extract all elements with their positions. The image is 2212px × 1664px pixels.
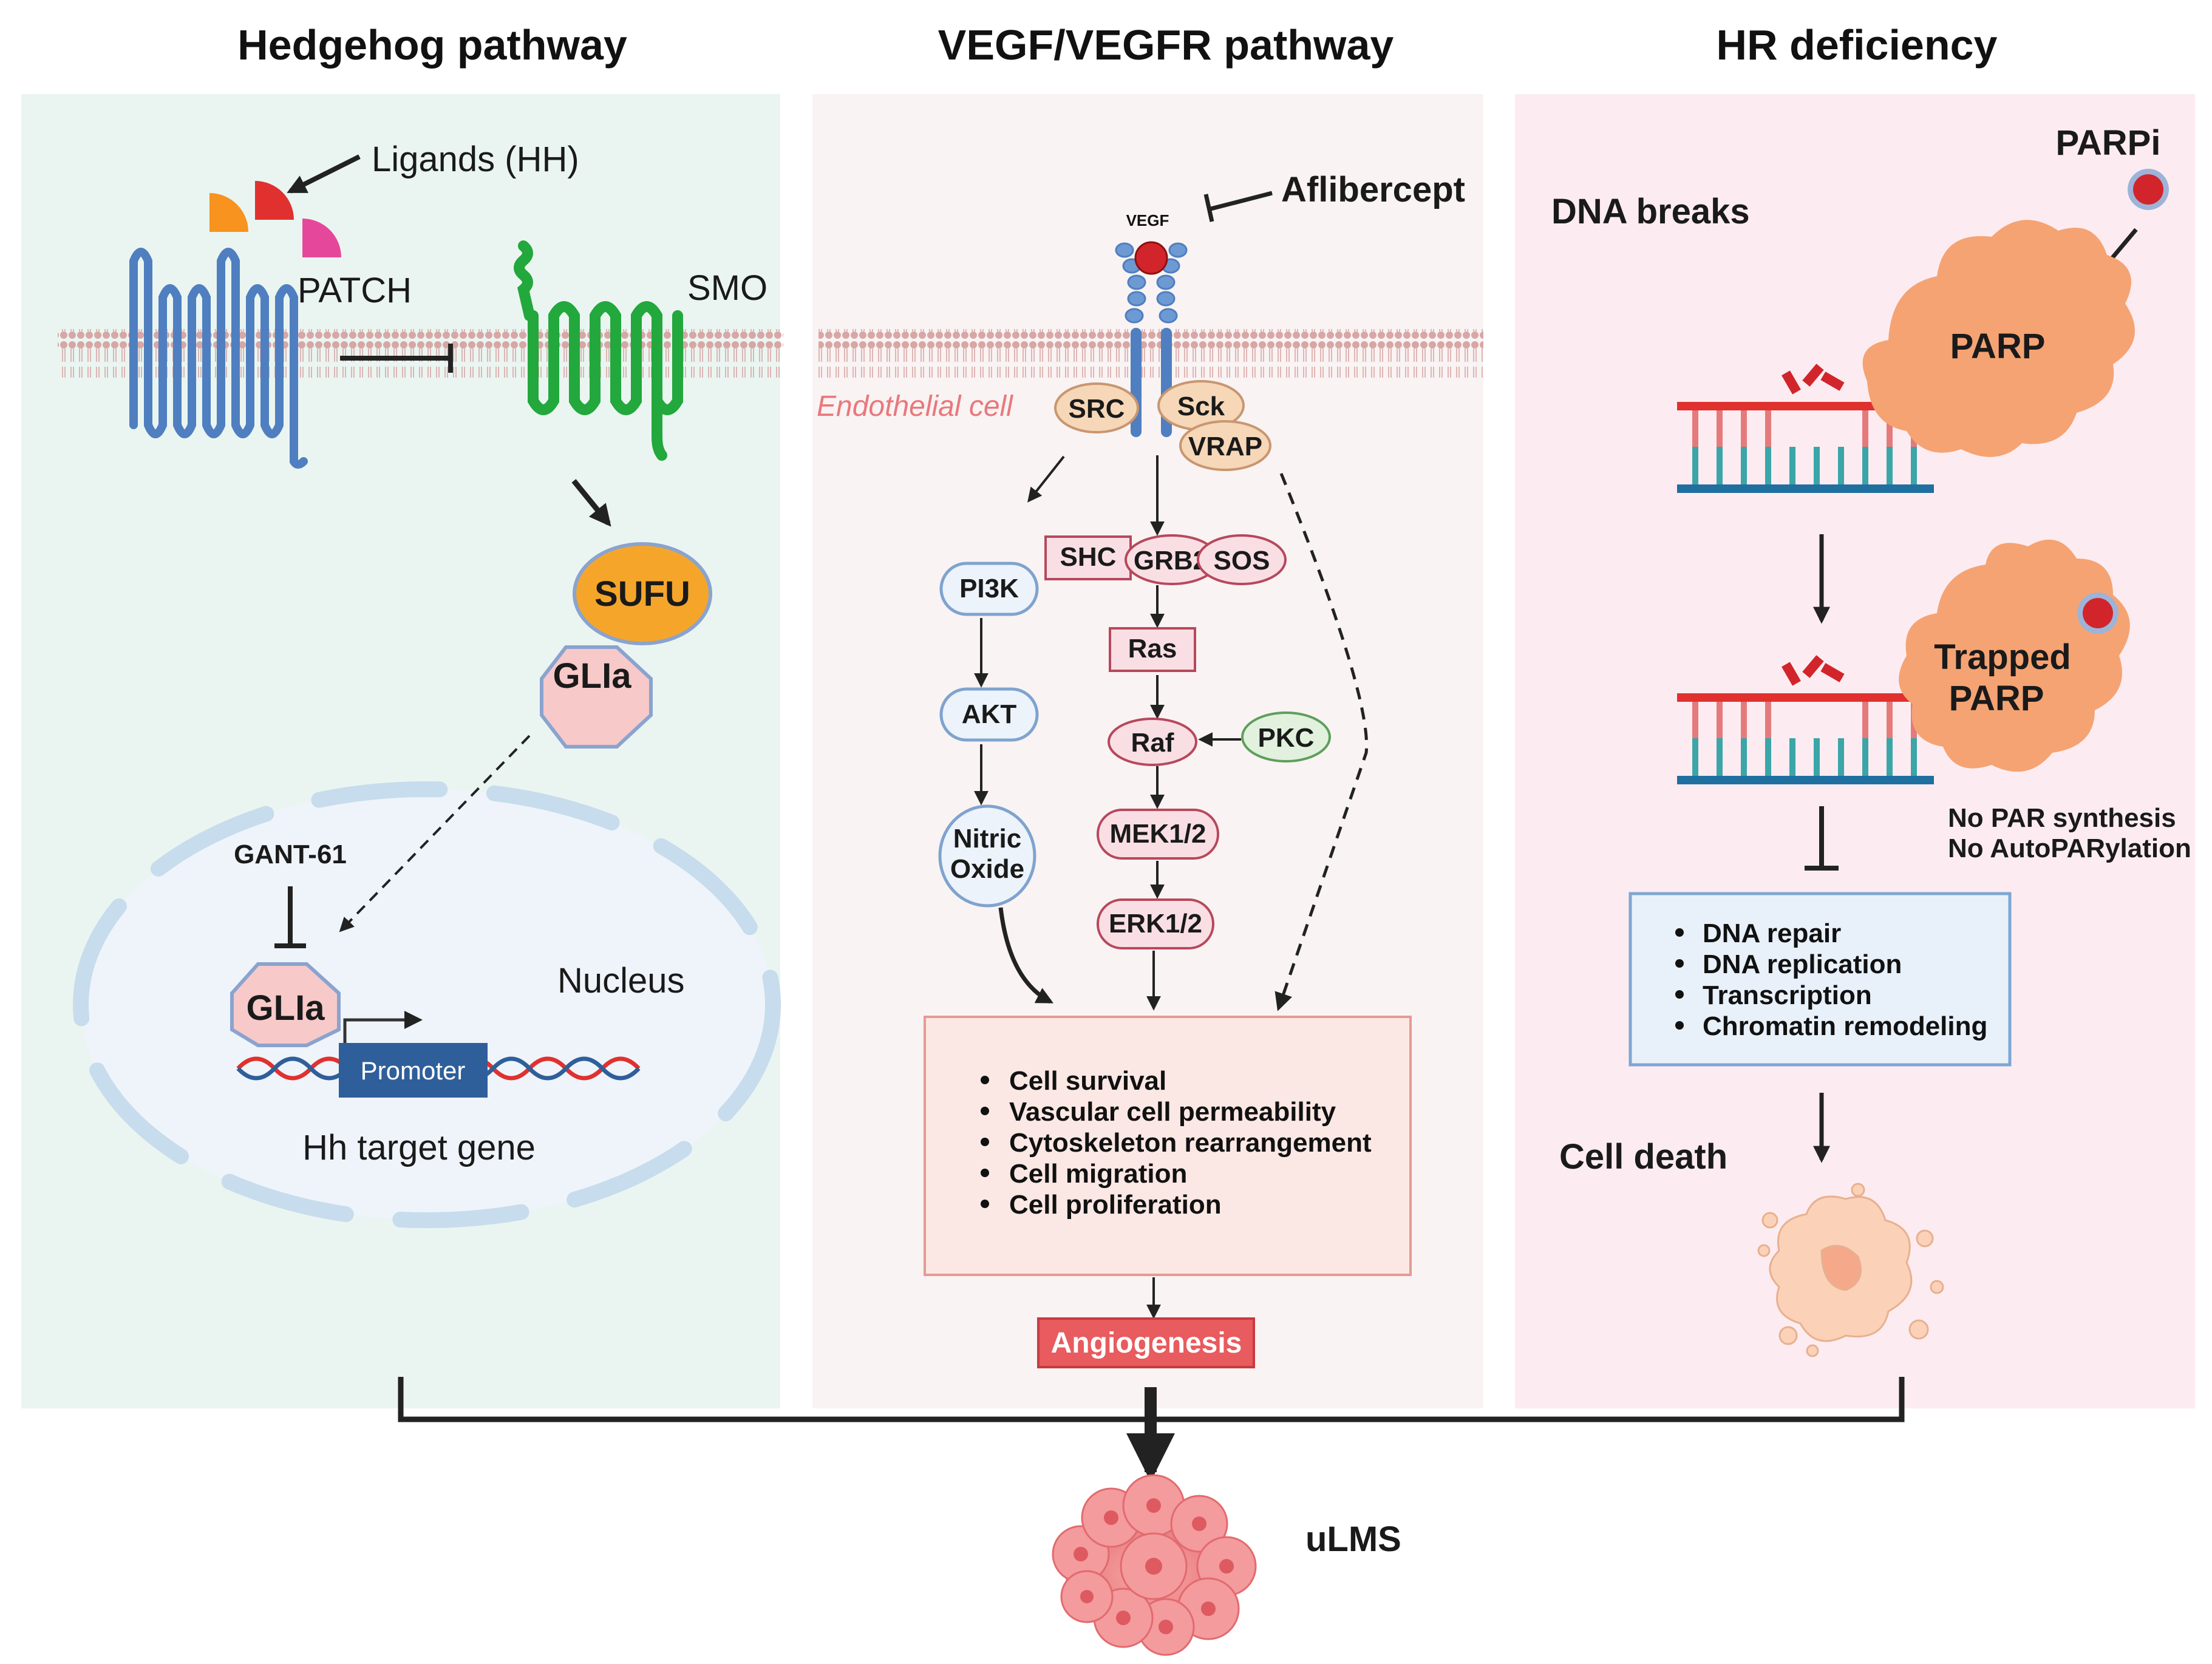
gant61-inhibition bbox=[274, 886, 306, 948]
aflibercept-label: Aflibercept bbox=[1281, 170, 1465, 209]
svg-text:AKT: AKT bbox=[962, 699, 1017, 729]
function-item: DNA replication bbox=[1703, 949, 1902, 979]
function-item: Chromatin remodeling bbox=[1703, 1011, 1987, 1041]
aflibercept-inhibition bbox=[1203, 191, 1273, 222]
vegf-outcomes-list: Cell survival Vascular cell permeability… bbox=[981, 1066, 1372, 1220]
svg-text:PI3K: PI3K bbox=[959, 574, 1019, 603]
svg-text:GLIa: GLIa bbox=[247, 988, 325, 1028]
parpi-drug-icon bbox=[2128, 169, 2169, 210]
svg-text:ERK1/2: ERK1/2 bbox=[1109, 909, 1202, 939]
parp-enzyme: PARP bbox=[1862, 220, 2135, 457]
outcome-item: Cell proliferation bbox=[1009, 1190, 1222, 1220]
svg-text:Nitric: Nitric bbox=[953, 824, 1021, 854]
svg-text:Promoter: Promoter bbox=[361, 1056, 466, 1085]
erk-node: ERK1/2 bbox=[1097, 898, 1214, 949]
mek-node: MEK1/2 bbox=[1097, 809, 1219, 860]
dying-cell-icon bbox=[1757, 1183, 1944, 1357]
akt-node: AKT bbox=[939, 687, 1039, 742]
svg-text:GRB2: GRB2 bbox=[1134, 546, 1208, 576]
vegf-label: VEGF bbox=[1126, 211, 1169, 229]
pi3k-node: PI3K bbox=[939, 562, 1039, 616]
gli-node: GLIa bbox=[540, 645, 653, 749]
ulms-tumor-icon bbox=[1052, 1474, 1257, 1656]
vegfr-dimer bbox=[1115, 241, 1188, 437]
svg-text:Oxide: Oxide bbox=[950, 854, 1024, 884]
function-item: DNA repair bbox=[1703, 919, 1841, 948]
nucleus-envelope bbox=[73, 781, 781, 1228]
parpi-label: PARPi bbox=[2056, 123, 2161, 163]
pkc-node: PKC bbox=[1241, 711, 1331, 762]
outcome-item: Cytoskeleton rearrangement bbox=[1009, 1128, 1372, 1158]
gant61-label: GANT-61 bbox=[234, 840, 347, 869]
target-gene-label: Hh target gene bbox=[302, 1128, 536, 1167]
dna-breaks-label: DNA breaks bbox=[1551, 192, 1750, 231]
svg-text:Sck: Sck bbox=[1177, 392, 1225, 421]
svg-text:GLIa: GLIa bbox=[553, 656, 632, 696]
hr-title: HR deficiency bbox=[1717, 21, 1998, 69]
svg-text:Angiogenesis: Angiogenesis bbox=[1051, 1327, 1242, 1359]
src-to-pi3k-arrow bbox=[1027, 455, 1065, 503]
ulms-label: uLMS bbox=[1305, 1520, 1401, 1559]
sufu-node: SUFU bbox=[573, 542, 712, 645]
vegf-outcomes-box bbox=[924, 1016, 1412, 1276]
svg-text:Ras: Ras bbox=[1128, 634, 1177, 664]
ligand-arrow bbox=[287, 154, 361, 194]
svg-text:PARP: PARP bbox=[1949, 679, 2044, 718]
vegf-title: VEGF/VEGFR pathway bbox=[938, 21, 1394, 69]
svg-text:SHC: SHC bbox=[1060, 542, 1117, 572]
outcome-item: Vascular cell permeability bbox=[1009, 1097, 1336, 1127]
svg-text:Trapped: Trapped bbox=[1934, 637, 2071, 677]
patch-inhibits-smo bbox=[340, 344, 453, 373]
outcome-item: Cell migration bbox=[1009, 1159, 1187, 1189]
gli-nuclear-node: GLIa bbox=[230, 962, 341, 1047]
smo-to-sufu-arrow bbox=[571, 479, 611, 527]
dna-function-list: DNA repair DNA replication Transcription… bbox=[1675, 919, 1987, 1041]
svg-text:Raf: Raf bbox=[1131, 728, 1174, 758]
hedgehog-title: Hedgehog pathway bbox=[237, 21, 627, 69]
svg-text:SUFU: SUFU bbox=[594, 574, 690, 614]
dna-function-box bbox=[1628, 892, 2012, 1067]
trapped-parp-enzyme: Trapped PARP bbox=[1899, 539, 2130, 772]
smo-receptor bbox=[514, 240, 683, 461]
hh-ligands bbox=[209, 181, 341, 257]
transcription-start-arrow bbox=[343, 1011, 423, 1050]
gli-to-nucleus-arrow bbox=[339, 735, 531, 932]
patch-label: PATCH bbox=[298, 271, 412, 310]
svg-text:MEK1/2: MEK1/2 bbox=[1110, 819, 1206, 849]
broken-dna-1 bbox=[1677, 364, 1934, 493]
vrap-to-outcomes-arrow bbox=[1274, 473, 1369, 1011]
angiogenesis-box: Angiogenesis bbox=[1037, 1317, 1255, 1368]
sos-node: SOS bbox=[1197, 534, 1287, 585]
src-node: SRC bbox=[1054, 382, 1139, 433]
svg-text:SOS: SOS bbox=[1214, 546, 1270, 576]
cell-death-label: Cell death bbox=[1559, 1137, 1727, 1177]
vegf-membrane bbox=[818, 329, 1483, 378]
broken-dna-2 bbox=[1677, 655, 1934, 784]
svg-text:PARP: PARP bbox=[1950, 327, 2046, 366]
svg-text:PKC: PKC bbox=[1258, 723, 1315, 753]
grb2-node: GRB2 bbox=[1125, 534, 1219, 585]
outcome-item: Cell survival bbox=[1009, 1066, 1166, 1096]
raf-node: Raf bbox=[1108, 718, 1197, 766]
no-par-synthesis-label: No PAR synthesis bbox=[1948, 803, 2176, 833]
no-autoparylation-label: No AutoPARylation bbox=[1948, 834, 2191, 863]
ras-node: Ras bbox=[1109, 627, 1196, 672]
nucleus-label: Nucleus bbox=[557, 961, 685, 1000]
trapped-parp-inhibition bbox=[1805, 806, 1839, 871]
function-item: Transcription bbox=[1703, 980, 1872, 1010]
nitric-oxide-node: Nitric Oxide bbox=[938, 804, 1036, 908]
patch-receptor bbox=[129, 248, 308, 469]
ligands-label: Ligands (HH) bbox=[372, 140, 579, 179]
no-to-outcomes-arrow bbox=[998, 907, 1053, 1004]
endothelial-label: Endothelial cell bbox=[817, 390, 1013, 423]
shc-node: SHC bbox=[1044, 535, 1132, 580]
nucleus-fill bbox=[81, 789, 773, 1220]
svg-text:VRAP: VRAP bbox=[1188, 432, 1262, 461]
svg-text:SRC: SRC bbox=[1069, 394, 1125, 424]
sck-node: Sck bbox=[1157, 380, 1245, 431]
promoter-box: Promoter bbox=[339, 1043, 488, 1098]
vrap-node: VRAP bbox=[1179, 420, 1271, 471]
smo-label: SMO bbox=[687, 268, 767, 308]
